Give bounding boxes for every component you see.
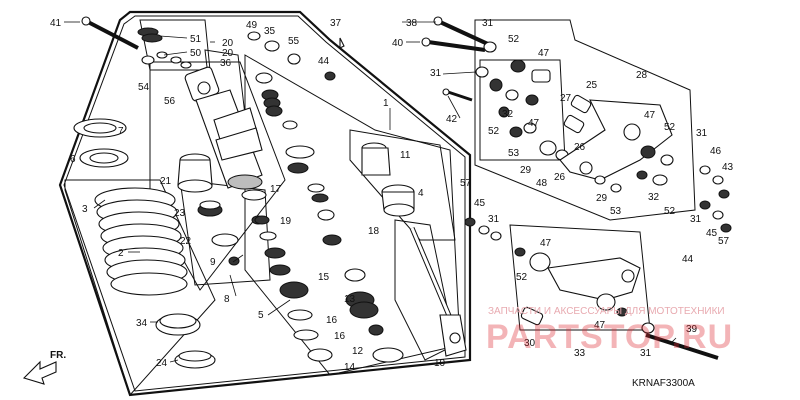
- label-33: 33: [574, 348, 586, 359]
- front-direction-arrow: FR.: [22, 350, 66, 385]
- label-16b: 16: [334, 331, 346, 342]
- label-29a: 29: [520, 165, 532, 176]
- label-31b: 31: [430, 68, 442, 79]
- label-26a: 26: [574, 142, 586, 153]
- label-52c: 52: [664, 122, 676, 133]
- label-39: 39: [686, 324, 698, 335]
- label-2: 2: [118, 248, 124, 259]
- label-14: 14: [344, 362, 356, 373]
- damper-internal-parts: [254, 72, 467, 363]
- spring-parts: [73, 118, 216, 369]
- label-52e: 52: [516, 272, 528, 283]
- label-8: 8: [224, 294, 230, 305]
- label-11: 11: [400, 150, 411, 161]
- label-22: 22: [180, 236, 192, 247]
- label-49: 49: [246, 20, 258, 31]
- label-35: 35: [264, 26, 276, 37]
- label-31d: 31: [696, 128, 708, 139]
- label-13: 13: [344, 294, 356, 305]
- label-29b: 29: [596, 193, 608, 204]
- upper-mount-parts: [81, 16, 345, 81]
- label-26b: 26: [554, 172, 566, 183]
- label-52b: 52: [488, 126, 500, 137]
- label-31a: 31: [482, 18, 494, 29]
- label-53a: 53: [508, 148, 520, 159]
- front-direction-label: FR.: [50, 350, 66, 361]
- label-53b: 53: [610, 206, 622, 217]
- label-36: 36: [220, 58, 232, 69]
- label-3: 3: [82, 204, 88, 215]
- label-20b: 20: [222, 48, 234, 59]
- label-46: 46: [710, 146, 722, 157]
- label-5: 5: [258, 310, 264, 321]
- label-50: 50: [190, 48, 202, 59]
- label-38: 38: [406, 18, 418, 29]
- label-47d: 47: [540, 238, 552, 249]
- label-47b: 47: [528, 118, 540, 129]
- label-40: 40: [392, 38, 404, 49]
- label-37: 37: [330, 18, 342, 29]
- label-56: 56: [164, 96, 176, 107]
- label-23: 23: [174, 208, 186, 219]
- label-32a: 32: [502, 109, 514, 120]
- label-52a: 52: [508, 34, 520, 45]
- label-32b: 32: [648, 192, 660, 203]
- label-1: 1: [383, 98, 389, 109]
- callout-labels: 1 2 3 4 5 6 7 8 9 10 11 12 13 14 15 16 1…: [50, 18, 734, 373]
- label-4: 4: [418, 188, 424, 199]
- label-52d: 52: [664, 206, 676, 217]
- label-57a: 57: [460, 178, 472, 189]
- label-31e: 31: [690, 214, 702, 225]
- label-17: 17: [270, 184, 282, 195]
- label-31f: 31: [640, 348, 652, 359]
- label-16a: 16: [326, 315, 338, 326]
- lower-linkage-parts: [464, 217, 719, 360]
- label-31c: 31: [488, 214, 500, 225]
- label-27: 27: [560, 93, 572, 104]
- label-45b: 45: [706, 228, 718, 239]
- label-12: 12: [352, 346, 364, 357]
- diagram-code: KRNAF3300A: [632, 378, 695, 389]
- label-47a: 47: [538, 48, 550, 59]
- label-34: 34: [136, 318, 148, 329]
- label-9: 9: [210, 257, 216, 268]
- label-25: 25: [586, 80, 598, 91]
- label-48: 48: [536, 178, 548, 189]
- label-45a: 45: [474, 198, 486, 209]
- upper-linkage-parts: [421, 16, 732, 233]
- label-10: 10: [434, 358, 446, 369]
- label-30: 30: [524, 338, 536, 349]
- label-7: 7: [118, 126, 124, 137]
- label-44b: 44: [682, 254, 694, 265]
- watermark-caption: ЗАПЧАСТИ И АКСЕССУАРЫ ДЛЯ МОТОТЕХНИКИ: [488, 306, 725, 317]
- label-18: 18: [368, 226, 380, 237]
- label-42: 42: [446, 114, 458, 125]
- label-15: 15: [318, 272, 330, 283]
- label-47c: 47: [644, 110, 656, 121]
- label-54: 54: [138, 82, 150, 93]
- label-44a: 44: [318, 56, 330, 67]
- label-57b: 57: [718, 236, 730, 247]
- label-47e: 47: [594, 320, 606, 331]
- label-20a: 20: [222, 38, 234, 49]
- label-51: 51: [190, 34, 202, 45]
- label-43: 43: [722, 162, 734, 173]
- label-6: 6: [70, 154, 76, 165]
- label-24: 24: [156, 358, 168, 369]
- watermark-logo: PARTSTOP.RU: [486, 318, 734, 356]
- label-19: 19: [280, 216, 292, 227]
- label-41: 41: [50, 18, 62, 29]
- leader-lines: [64, 21, 677, 363]
- spring-coil-part: [94, 187, 188, 296]
- label-28: 28: [636, 70, 648, 81]
- label-21: 21: [160, 176, 172, 187]
- label-55: 55: [288, 36, 300, 47]
